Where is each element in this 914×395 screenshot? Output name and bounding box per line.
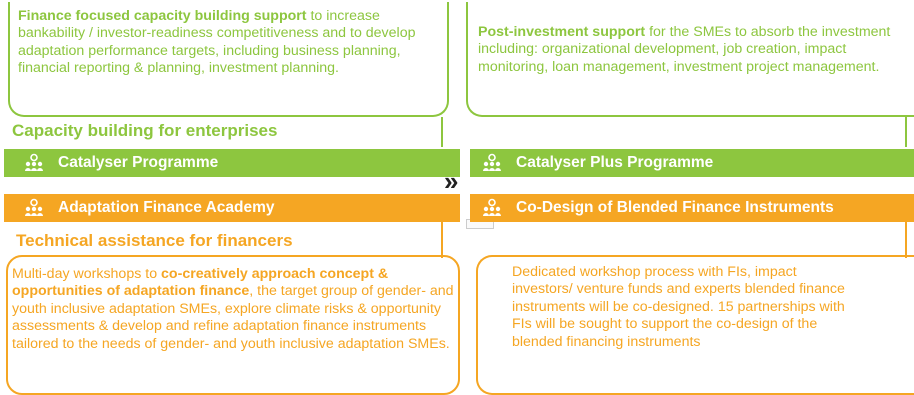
finance-capacity-box: Finance focused capacity building suppor… xyxy=(8,2,449,117)
codesign-label: Co-Design of Blended Finance Instruments xyxy=(516,199,834,216)
workshops-box: Multi-day workshops to co-creatively app… xyxy=(6,255,460,395)
connector-left-bottom xyxy=(441,222,443,258)
finance-capacity-bold: Finance focused capacity building suppor… xyxy=(18,8,307,24)
people-location-icon xyxy=(483,198,501,216)
catalyser-plus-bar: Catalyser Plus Programme xyxy=(470,149,914,177)
people-location-icon xyxy=(483,153,501,171)
catalyser-bar: Catalyser Programme xyxy=(4,149,460,177)
finance-capacity-rest: to increase bankability / investor-readi… xyxy=(18,8,416,77)
connector-left-top xyxy=(441,117,443,147)
academy-bar: Adaptation Finance Academy xyxy=(4,194,460,222)
capacity-heading: Capacity building for enterprises xyxy=(12,121,278,140)
catalyser-plus-label: Catalyser Plus Programme xyxy=(516,154,714,171)
workshops-intro: Multi-day workshops to xyxy=(12,266,162,282)
post-investment-rest: for the SMEs to absorb the investment in… xyxy=(478,24,891,75)
workshops-bold: co-creatively approach concept & opportu… xyxy=(12,266,389,300)
people-location-icon xyxy=(25,153,43,171)
finance-capacity-text: Finance focused capacity building suppor… xyxy=(18,8,437,78)
codesign-bar: Co-Design of Blended Finance Instruments xyxy=(470,194,914,222)
people-location-icon xyxy=(25,198,43,216)
technical-heading: Technical assistance for financers xyxy=(16,231,293,250)
codesign-box: Dedicated workshop process with FIs, imp… xyxy=(476,255,914,395)
connector-right-top xyxy=(905,117,907,147)
post-investment-bold: Post-investment support xyxy=(478,24,646,40)
codesign-text: Dedicated workshop process with FIs, imp… xyxy=(512,264,845,350)
post-investment-box: Post-investment support for the SMEs to … xyxy=(466,2,914,117)
post-investment-text: Post-investment support for the SMEs to … xyxy=(478,24,898,76)
connector-right-bottom xyxy=(905,222,907,258)
forward-arrow-icon: » xyxy=(444,166,459,196)
academy-label: Adaptation Finance Academy xyxy=(58,199,275,216)
workshops-rest: , the target group of gender- and youth … xyxy=(12,283,454,352)
catalyser-label: Catalyser Programme xyxy=(58,154,219,171)
workshops-text: Multi-day workshops to co-creatively app… xyxy=(12,266,454,353)
